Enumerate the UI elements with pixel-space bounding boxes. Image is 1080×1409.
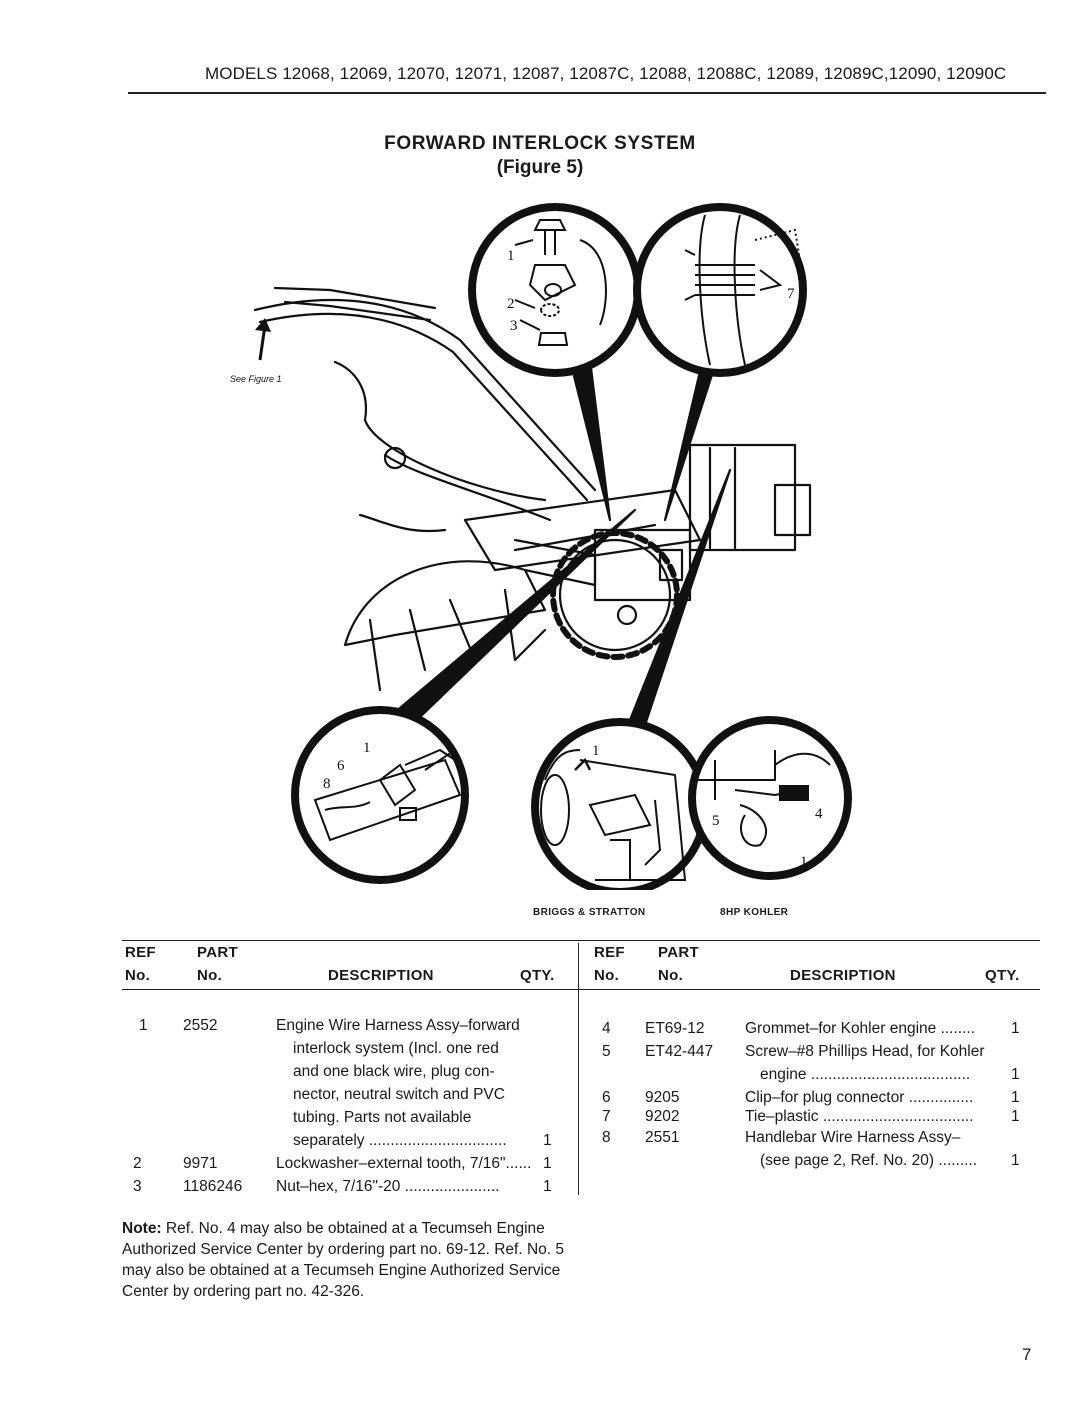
- callout-2: 2: [507, 296, 515, 312]
- callout-7: 7: [787, 286, 795, 302]
- description-line: Tie–plastic ............................…: [745, 1108, 974, 1125]
- part-cell: 9205: [645, 1089, 680, 1106]
- description-line: nector, neutral switch and PVC: [293, 1086, 505, 1103]
- ref-cell: 6: [602, 1089, 611, 1106]
- detail-circle-briggs-stratton: [291, 706, 469, 884]
- header-part-no: No.: [658, 967, 684, 984]
- header-part-no: No.: [197, 967, 223, 984]
- qty-cell: 1: [1011, 1108, 1020, 1125]
- callout-5: 5: [712, 813, 720, 829]
- ref-cell: 1: [139, 1017, 148, 1034]
- table-rule-top-left: [122, 940, 580, 941]
- table-rule-top-right: [580, 940, 1040, 941]
- description-line: Handlebar Wire Harness Assy–: [745, 1129, 961, 1146]
- table-column-divider: [578, 943, 579, 1195]
- description-line: Grommet–for Kohler engine ........: [745, 1020, 976, 1037]
- description-line: Lockwasher–external tooth, 7/16"......: [276, 1155, 532, 1172]
- callout-1-bottom-left: 1: [363, 740, 371, 756]
- description-line: tubing. Parts not available: [293, 1109, 472, 1126]
- part-cell: ET42-447: [645, 1043, 714, 1060]
- tiller-diagram: 1 2 3 7 1 1 6 8 5 4 1 See Figure 1: [230, 203, 852, 890]
- header-qty: QTY.: [520, 967, 555, 984]
- part-cell: 2552: [183, 1017, 218, 1034]
- qty-cell: 1: [1011, 1089, 1020, 1106]
- description-line: and one black wire, plug con-: [293, 1063, 495, 1080]
- qty-cell: 1: [543, 1155, 552, 1172]
- ref-cell: 7: [602, 1108, 611, 1125]
- ref-cell: 8: [602, 1129, 611, 1146]
- header-rule: [128, 92, 1046, 94]
- wheel: [558, 538, 672, 652]
- note-text: Ref. No. 4 may also be obtained at a Tec…: [122, 1220, 564, 1300]
- note-label: Note:: [122, 1220, 162, 1237]
- arrow-head-icon: [255, 318, 271, 332]
- header-ref: REF: [594, 944, 625, 961]
- see-figure-label: See Figure 1: [230, 374, 282, 384]
- description-line: engine .................................…: [760, 1066, 971, 1083]
- description-line: Engine Wire Harness Assy–forward: [276, 1017, 520, 1034]
- tine-shield: [343, 560, 547, 647]
- part-cell: 1186246: [183, 1178, 243, 1195]
- ref-cell: 3: [133, 1178, 142, 1195]
- header-part: PART: [658, 944, 699, 961]
- callout-4: 4: [815, 806, 823, 822]
- ref-cell: 4: [602, 1020, 611, 1037]
- page-number: 7: [1022, 1345, 1032, 1364]
- qty-cell: 1: [543, 1132, 552, 1149]
- callout-6: 6: [337, 758, 345, 774]
- detail-circle-handlebar-tie: [633, 203, 807, 377]
- part-cell: 9202: [645, 1108, 680, 1125]
- callout-3: 3: [510, 318, 518, 334]
- table-rule-header-left: [122, 989, 580, 990]
- caption-kohler: 8HP KOHLER: [720, 907, 789, 918]
- header-part: PART: [197, 944, 238, 961]
- part-cell: 9971: [183, 1155, 218, 1172]
- qty-cell: 1: [1011, 1020, 1020, 1037]
- header-ref: REF: [125, 944, 156, 961]
- description-line: Clip–for plug connector ...............: [745, 1089, 974, 1106]
- description-line: (see page 2, Ref. No. 20) .........: [760, 1152, 978, 1169]
- models-header: MODELS 12068, 12069, 12070, 12071, 12087…: [205, 64, 1007, 83]
- description-line: separately .............................…: [293, 1132, 507, 1149]
- description-line: Nut–hex, 7/16"-20 ......................: [276, 1178, 500, 1195]
- figure-label: (Figure 5): [496, 157, 584, 178]
- description-line: Screw–#8 Phillips Head, for Kohler: [745, 1043, 985, 1060]
- callout-pointer-top-left: [568, 358, 612, 522]
- table-rule-header-right: [580, 989, 1040, 990]
- description-line: interlock system (Incl. one red: [293, 1040, 499, 1057]
- callout-8: 8: [323, 776, 331, 792]
- detail-circle-briggs-stratton-engine: [531, 718, 709, 890]
- qty-cell: 1: [543, 1178, 552, 1195]
- header-ref-no: No.: [125, 967, 151, 984]
- engine-block: [688, 443, 797, 552]
- callout-1-bottom-middle: 1: [592, 743, 600, 759]
- header-ref-no: No.: [594, 967, 620, 984]
- qty-cell: 1: [1011, 1066, 1020, 1083]
- header-description: DESCRIPTION: [790, 967, 896, 984]
- detail-circle-kohler: [688, 716, 852, 880]
- callout-1-top: 1: [507, 248, 515, 264]
- header-description: DESCRIPTION: [328, 967, 434, 984]
- section-title: FORWARD INTERLOCK SYSTEM: [384, 133, 696, 154]
- ref-cell: 5: [602, 1043, 611, 1060]
- qty-cell: 1: [1011, 1152, 1020, 1169]
- part-cell: 2551: [645, 1129, 680, 1146]
- caption-briggs-stratton: BRIGGS & STRATTON: [533, 907, 646, 918]
- callout-1-kohler: 1: [800, 854, 808, 870]
- header-qty: QTY.: [985, 967, 1020, 984]
- part-cell: ET69-12: [645, 1020, 705, 1037]
- ref-cell: 2: [133, 1155, 142, 1172]
- note-paragraph: Note: Ref. No. 4 may also be obtained at…: [122, 1218, 582, 1302]
- detail-circle-interlock-hardware: [468, 203, 642, 377]
- handlebar-upper: [253, 298, 597, 492]
